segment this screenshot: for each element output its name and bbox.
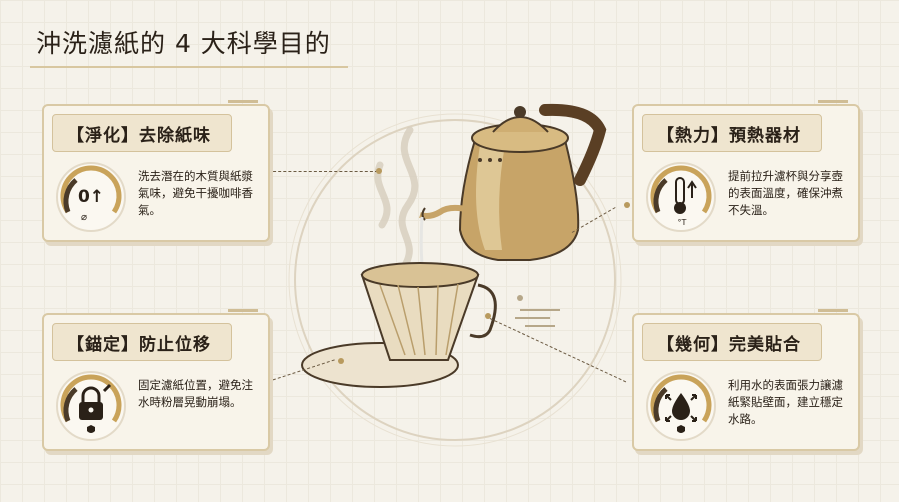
card-decoration (818, 100, 848, 103)
card-heat-description: 提前拉升濾杯與分享壺的表面溫度，確保沖煮不失溫。 (728, 169, 843, 217)
svg-text:°T: °T (678, 218, 687, 227)
card-purify-description: 洗去潛在的木質與紙漿氣味，避免干擾咖啡香氣。 (138, 169, 253, 217)
page-title: 沖洗濾紙的 4 大科學目的 (36, 29, 331, 58)
title-underline (30, 66, 348, 68)
center-circle (294, 119, 616, 441)
steam (374, 126, 419, 269)
odor-removal-icon: 0↑ ⌀ (56, 162, 126, 232)
leader-dot-geometry (485, 313, 491, 319)
leader-dot-anchor (338, 358, 344, 364)
water-drop-expand-icon (646, 371, 716, 441)
leader-dot-heat (624, 202, 630, 208)
card-heat-title: 【熱力】預熱器材 (642, 114, 822, 152)
gooseneck-kettle (419, 103, 607, 261)
card-decoration (818, 309, 848, 312)
card-geometry: 【幾何】完美貼合 利用水的表面張力讓濾紙緊貼壁面，建立穩定水路。 (632, 313, 860, 451)
icon-text: 0↑ (78, 187, 104, 207)
svg-text:⌀: ⌀ (81, 212, 87, 223)
card-heat: 【熱力】預熱器材 °T 提前拉升濾杯與分享壺的表面溫度，確保沖煮不失溫。 (632, 104, 860, 242)
card-decoration (228, 309, 258, 312)
card-purify: 【淨化】去除紙味 0↑ ⌀ 洗去潛在的木質與紙漿氣味，避免干擾咖啡香氣。 (42, 104, 270, 242)
card-geometry-title: 【幾何】完美貼合 (642, 323, 822, 361)
card-anchor-description: 固定濾紙位置，避免注水時粉層晃動崩塌。 (138, 378, 253, 409)
lock-icon (56, 371, 126, 441)
leader-dot-purify (376, 168, 382, 174)
card-anchor-title: 【錨定】防止位移 (52, 323, 232, 361)
leader-line-purify (268, 171, 378, 172)
card-geometry-description: 利用水的表面張力讓濾紙緊貼壁面，建立穩定水路。 (728, 378, 843, 426)
card-purify-title: 【淨化】去除紙味 (52, 114, 232, 152)
card-anchor: 【錨定】防止位移 固定濾紙位置，避免注水時粉層晃動崩塌。 (42, 313, 270, 451)
card-decoration (228, 100, 258, 103)
pour-over-illustration (288, 103, 622, 447)
thermometer-icon: °T (646, 162, 716, 232)
dripper (301, 262, 497, 388)
